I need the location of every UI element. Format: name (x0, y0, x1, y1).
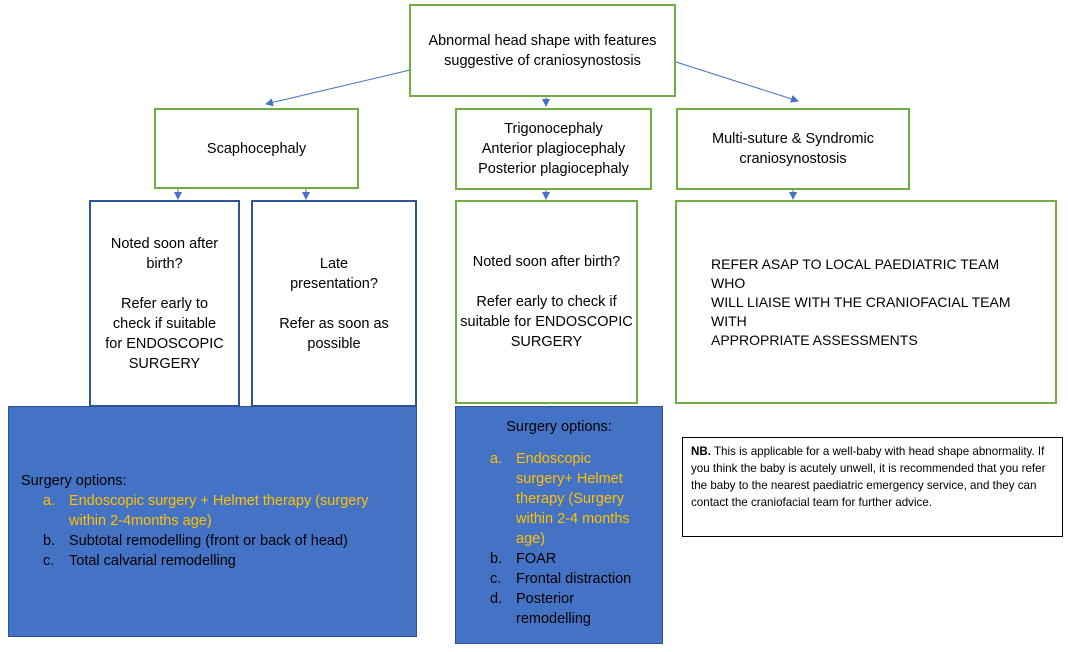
scaphocephaly-node: Scaphocephaly (154, 108, 359, 189)
surgery-mid-list: a.Endoscopic surgery+ Helmet therapy (Su… (456, 449, 662, 629)
surgery-options-middle: Surgery options: a.Endoscopic surgery+ H… (455, 406, 663, 644)
surgery-options-left: Surgery options: a.Endoscopic surgery + … (8, 406, 417, 637)
scaph-late-node: Late presentation? Refer as soon as poss… (251, 200, 417, 407)
surgery-mid-heading: Surgery options: (506, 419, 612, 435)
multisuture-node: Multi-suture & Syndromic craniosynostosi… (676, 108, 910, 190)
nb-note-text: This is applicable for a well-baby with … (691, 445, 1046, 509)
surgery-mid-item: d.Posterior remodelling (490, 591, 591, 627)
trig-early-node: Noted soon after birth? Refer early to c… (455, 200, 638, 404)
trigonocephaly-node: Trigonocephaly Anterior plagiocephaly Po… (455, 108, 652, 190)
surgery-mid-item: b.FOAR (490, 551, 557, 567)
arrow-root-to-scaphocephaly (265, 69, 411, 107)
multi-refer-node: REFER ASAP TO LOCAL PAEDIATRIC TEAM WHO … (675, 200, 1057, 404)
nb-note: NB. This is applicable for a well-baby w… (682, 437, 1063, 537)
root-node: Abnormal head shape with features sugges… (409, 4, 676, 97)
surgery-left-item: a.Endoscopic surgery + Helmet therapy (s… (43, 493, 369, 529)
surgery-mid-item: c.Frontal distraction (490, 571, 632, 587)
nb-note-label: NB. (691, 445, 711, 458)
surgery-left-heading: Surgery options: (21, 473, 127, 489)
surgery-left-item: b.Subtotal remodelling (front or back of… (43, 533, 348, 549)
surgery-left-item: c.Total calvarial remodelling (43, 553, 236, 569)
surgery-mid-item: a.Endoscopic surgery+ Helmet therapy (Su… (490, 451, 630, 547)
arrow-root-to-multisuture (675, 61, 799, 103)
scaph-early-node: Noted soon after birth? Refer early to c… (89, 200, 240, 407)
surgery-left-list: a.Endoscopic surgery + Helmet therapy (s… (21, 491, 416, 571)
